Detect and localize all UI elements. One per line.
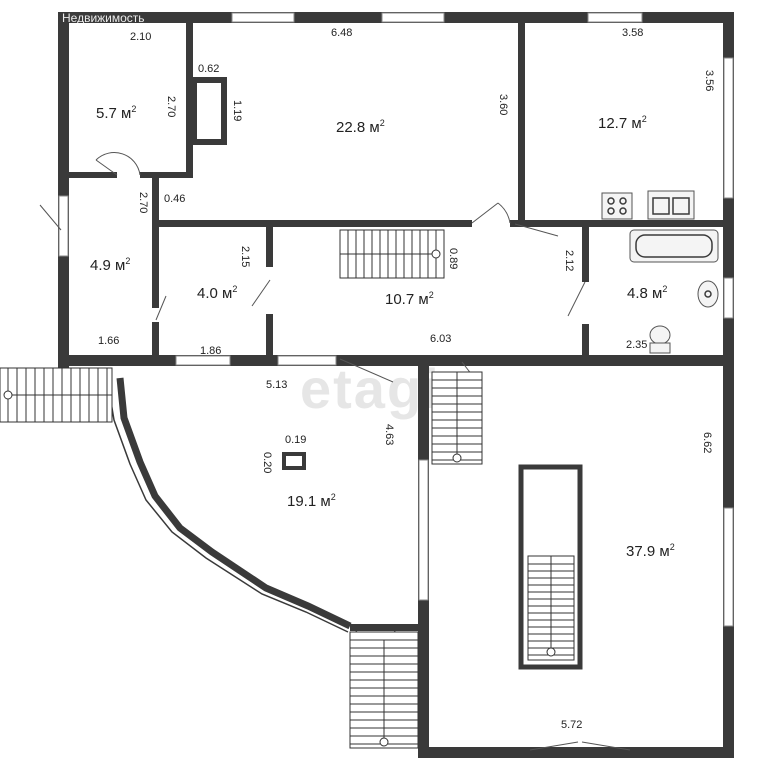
windows: [58, 12, 734, 627]
brand-watermark: etagi: [300, 357, 441, 420]
dim-label: 0.46: [164, 193, 185, 205]
dim-label: 1.66: [98, 335, 119, 347]
washbasin-icon: [697, 280, 719, 308]
kitchen-sink-icon: [647, 190, 695, 220]
agency-watermark: Недвижимость: [62, 11, 145, 25]
toilet-icon: [649, 325, 671, 354]
column: [282, 452, 306, 470]
dim-label: 2.35: [626, 339, 647, 351]
dim-label: 0.62: [198, 63, 219, 75]
dim-label: 6.48: [331, 27, 352, 39]
dimension-labels: 2.10 6.48 3.58 0.62 2.70 1.19 3.60 3.56 …: [98, 27, 715, 731]
inner-walls: [58, 23, 723, 357]
bay-wall: [116, 377, 352, 630]
room-e-area: 4.0 м2: [197, 284, 237, 302]
dim-label: 5.13: [266, 379, 287, 391]
room-c-area: 12.7 м2: [598, 114, 647, 132]
dim-label: 0.19: [285, 434, 306, 446]
dim-label: 1.86: [200, 345, 221, 357]
dim-label: 2.70: [137, 192, 149, 213]
dim-label: 0.20: [261, 452, 273, 473]
dim-label: 2.15: [239, 246, 251, 267]
dim-label: 0.89: [447, 248, 459, 269]
dim-label: 6.62: [701, 432, 713, 453]
dim-label: 5.72: [561, 719, 582, 731]
room-g-area: 4.8 м2: [627, 284, 667, 302]
dim-label: 6.03: [430, 333, 451, 345]
stove-icon: [601, 192, 633, 220]
dim-label: 2.70: [165, 96, 177, 117]
dim-label: 2.10: [130, 31, 151, 43]
room-i-area: 37.9 м2: [626, 542, 675, 560]
dim-label: 3.58: [622, 27, 643, 39]
room-area-labels: 5.7 м2 22.8 м2 12.7 м2 4.9 м2 4.0 м2 10.…: [90, 104, 675, 560]
dim-label: 3.56: [703, 70, 715, 91]
dim-label: 4.63: [383, 424, 395, 445]
dim-label: 2.12: [563, 250, 575, 271]
room-a-area: 5.7 м2: [96, 104, 136, 122]
dim-label: 1.19: [231, 100, 243, 121]
room-f-area: 10.7 м2: [385, 290, 434, 308]
room-h-area: 19.1 м2: [287, 492, 336, 510]
bathtub-icon: [629, 229, 719, 263]
room-d-area: 4.9 м2: [90, 256, 130, 274]
dim-label: 3.60: [497, 94, 509, 115]
room-b-area: 22.8 м2: [336, 118, 385, 136]
